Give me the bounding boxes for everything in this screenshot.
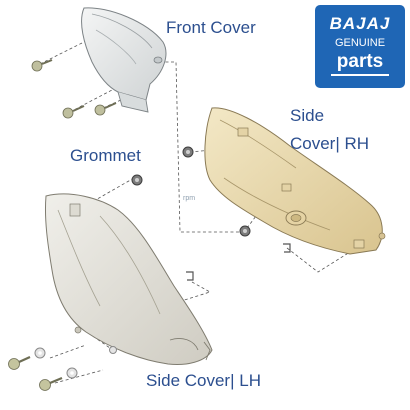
badge-parts: parts — [330, 52, 390, 76]
lh-washer-3 — [109, 346, 117, 354]
clip-lh — [186, 271, 194, 281]
label-grommet: Grommet — [70, 146, 141, 165]
label-side-cover-rh-line2: Cover| RH — [290, 134, 370, 153]
lh-washer-1 — [34, 347, 46, 359]
lh-screw-1 — [8, 355, 31, 370]
lh-washer-2 — [66, 367, 78, 379]
front-cover-screw-1 — [31, 59, 53, 72]
grommet-2 — [131, 174, 143, 186]
grommet-1 — [182, 146, 194, 158]
lh-screw-2 — [39, 376, 63, 391]
label-side-cover-rh-line1: Side — [290, 106, 325, 125]
side-cover-lh-part — [44, 193, 213, 365]
watermark-text: rpm — [183, 195, 196, 202]
front-cover-screw-2 — [62, 105, 85, 119]
side-cover-rh-part — [204, 107, 386, 255]
badge-brand: BAJAJ — [329, 14, 391, 33]
front-cover-part — [81, 7, 167, 113]
bajaj-genuine-parts-badge: BAJAJ GENUINE parts — [315, 5, 405, 88]
front-cover-screw-3 — [94, 102, 117, 116]
badge-genuine: GENUINE — [334, 37, 386, 49]
grommet-3 — [239, 225, 251, 237]
label-side-cover-lh: Side Cover| LH — [146, 371, 261, 390]
leader-lines — [39, 39, 351, 384]
label-front-cover: Front Cover — [166, 18, 256, 37]
clip-rh — [283, 243, 291, 253]
